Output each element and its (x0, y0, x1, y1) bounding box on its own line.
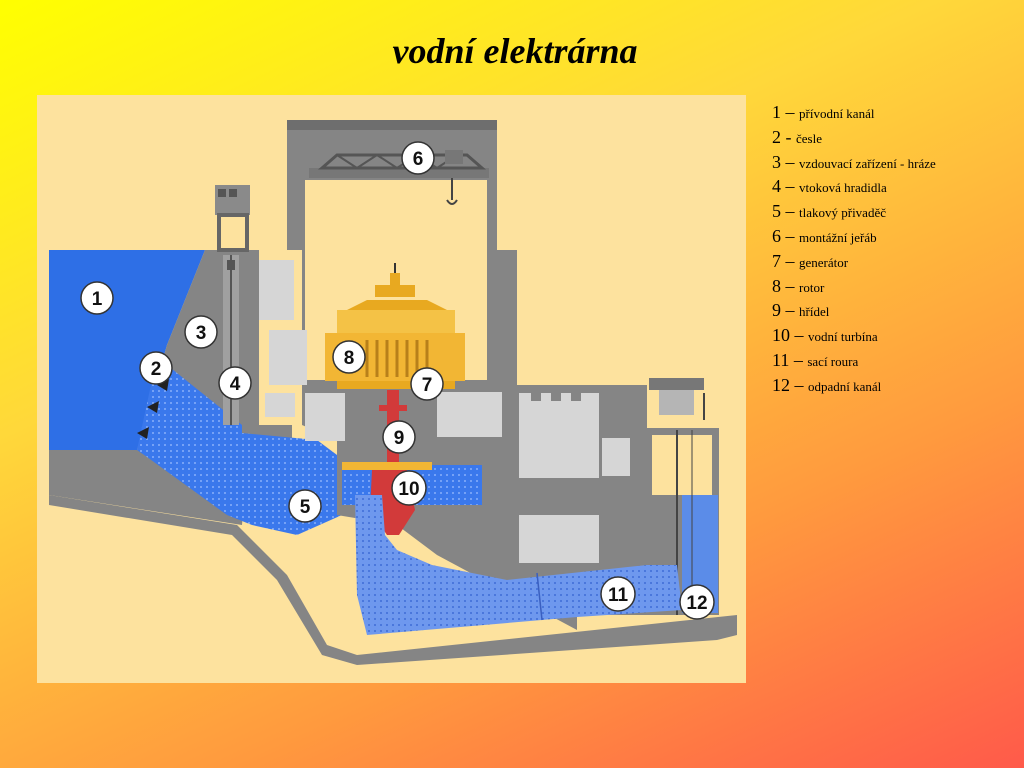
downstream-room (519, 515, 599, 563)
penstock-water (137, 357, 342, 535)
legend-item: 4 – vtoková hradidla (772, 176, 887, 197)
svg-text:11: 11 (608, 585, 629, 606)
tailrace-gate-tower (647, 378, 719, 615)
svg-text:4: 4 (230, 374, 241, 395)
svg-text:8: 8 (344, 348, 355, 369)
callout-7: 7 (410, 367, 444, 401)
room (265, 393, 295, 417)
room (259, 260, 294, 320)
legend-item: 11 – sací roura (772, 349, 859, 370)
legend-item: 1 – přívodní kanál (772, 102, 875, 122)
room (269, 330, 307, 385)
callout-3: 3 (184, 315, 218, 349)
draft-tube-water (355, 495, 682, 635)
callout-2: 2 (139, 351, 173, 385)
callout-10: 10 (391, 470, 427, 506)
svg-text:9: 9 (394, 428, 405, 449)
callout-1: 1 (80, 281, 114, 315)
legend-item: 9 – hřídel (772, 300, 830, 321)
svg-text:12: 12 (686, 593, 707, 614)
legend-item: 12 – odpadní kanál (772, 374, 882, 395)
legend-item: 3 – vzdouvací zařízení - hráze (772, 151, 936, 172)
downstream-room (602, 438, 630, 476)
svg-text:10: 10 (398, 479, 419, 500)
legend-item: 10 – vodní turbína (772, 325, 878, 346)
legend-item: 5 – tlakový přivaděč (772, 201, 886, 222)
svg-text:6: 6 (413, 149, 424, 170)
legend-item: 7 – generátor (772, 250, 849, 271)
svg-text:1: 1 (92, 289, 103, 310)
shaft-coupling (379, 405, 407, 411)
slide-title: vodní elektrárna (392, 31, 638, 71)
callout-4: 4 (218, 366, 252, 400)
svg-text:3: 3 (196, 323, 207, 344)
turbine-cover (342, 462, 432, 470)
room (305, 393, 345, 441)
svg-text:2: 2 (151, 359, 162, 380)
legend-item: 6 – montážní jeřáb (772, 225, 877, 246)
legend-item: 8 – rotor (772, 275, 825, 296)
svg-text:5: 5 (300, 497, 311, 518)
callout-5: 5 (288, 489, 322, 523)
callout-6: 6 (401, 141, 435, 175)
legend-item: 2 - česle (772, 126, 822, 147)
callout-8: 8 (332, 340, 366, 374)
room (437, 392, 502, 437)
callout-12: 12 (679, 584, 715, 620)
svg-text:7: 7 (422, 375, 433, 396)
legend: 1 – přívodní kanál 2 - česle 3 – vzdouva… (772, 101, 1012, 399)
hydro-power-plant-diagram: 1 2 3 4 5 6 7 8 (37, 95, 746, 683)
trash-rack-marks (137, 379, 169, 439)
roof-beam (287, 120, 497, 130)
callout-9: 9 (382, 420, 416, 454)
downstream-room (519, 393, 599, 478)
callout-11: 11 (600, 576, 636, 612)
